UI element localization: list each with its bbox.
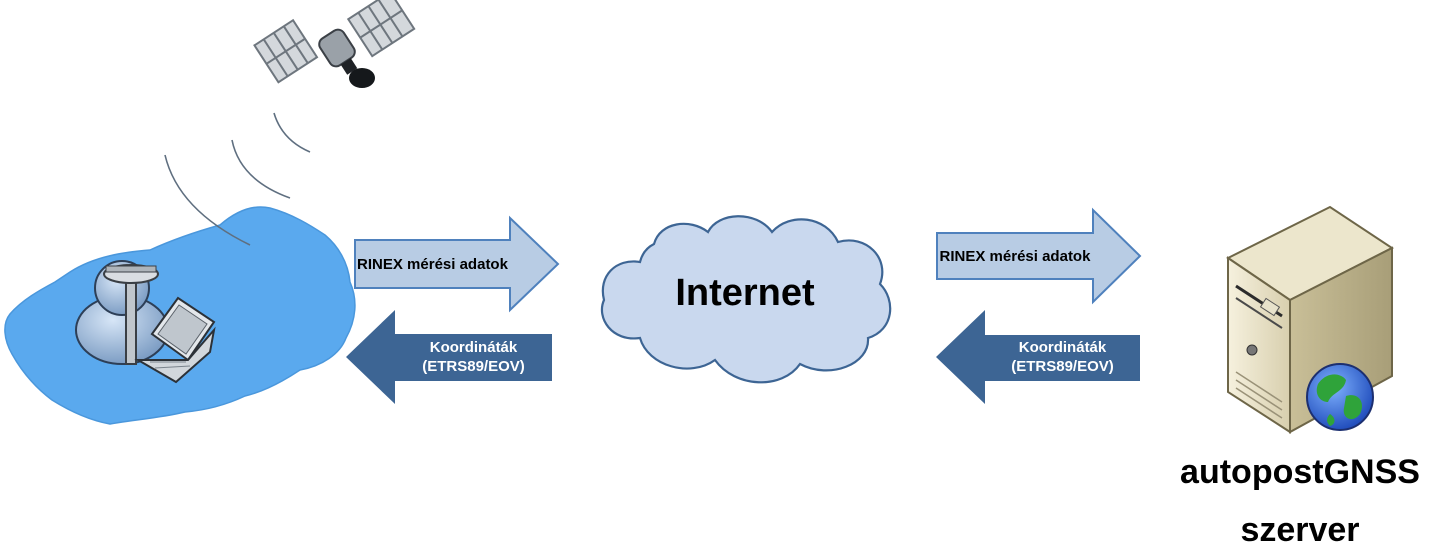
signal-waves-icon — [164, 112, 311, 246]
diagram-canvas — [4, 0, 1394, 434]
rinex-label-left: RINEX mérési adatok — [357, 256, 508, 273]
server-label: autopostGNSS szerver — [1160, 443, 1440, 559]
koordinatak-line2: (ETRS89/EOV) — [422, 358, 525, 375]
koordinatak-line2-right: (ETRS89/EOV) — [1011, 358, 1114, 375]
server-label-line2: szerver — [1240, 511, 1360, 549]
rinex-arrow-right — [936, 207, 1142, 305]
rinex-label-right: RINEX mérési adatok — [939, 248, 1091, 265]
cloud-icon — [600, 215, 892, 384]
rinex-arrow-left — [354, 215, 560, 313]
globe-icon — [1306, 363, 1374, 431]
koordinatak-line1-right: Koordináták — [1018, 339, 1107, 356]
server-label-line1: autopostGNSS — [1180, 453, 1420, 491]
koordinatak-label-left: Koordináták (ETRS89/EOV) — [395, 338, 552, 376]
internet-label: Internet — [675, 272, 815, 314]
surveyor-icon — [75, 260, 169, 365]
koordinatak-arrow-right — [936, 310, 1140, 404]
koordinatak-label-right: Koordináták (ETRS89/EOV) — [985, 338, 1140, 376]
laptop-icon — [134, 296, 216, 384]
koordinatak-line1: Koordináták — [429, 339, 518, 356]
satellite-icon — [253, 0, 416, 88]
koordinatak-arrow-left — [346, 310, 552, 404]
